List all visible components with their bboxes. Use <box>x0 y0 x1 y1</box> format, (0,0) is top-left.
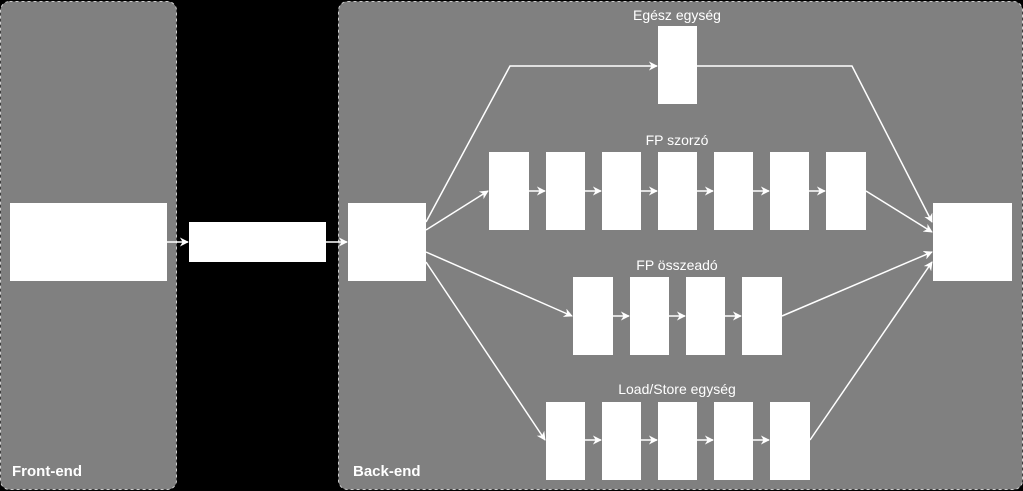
fpmul-stage-2 <box>546 152 585 230</box>
backend-label: Back-end <box>353 463 421 480</box>
load-store-label: Load/Store egység <box>618 381 736 397</box>
loadstore-stage-5 <box>770 402 810 480</box>
arrow-integer-to-retire <box>697 65 933 223</box>
fp-multiplier-label: FP szorzó <box>646 132 709 148</box>
fpmul-stage-6 <box>770 152 809 230</box>
fpadd-stage-2 <box>630 277 669 355</box>
arrow-dispatch-to-loadstore <box>425 261 546 441</box>
backend-panel <box>338 1 1023 490</box>
loadstore-stage-4 <box>714 402 753 480</box>
fpmul-stage-7 <box>826 152 866 230</box>
fpmul-stage-4 <box>658 152 697 230</box>
instruction-queue-box <box>189 222 326 262</box>
arrow-dispatch-to-fpadd <box>425 251 573 317</box>
fpmul-stage-5 <box>714 152 753 230</box>
fp-adder-label: FP összeadó <box>636 257 718 273</box>
loadstore-stage-1 <box>546 402 585 480</box>
loadstore-stage-3 <box>658 402 697 480</box>
arrow-dispatch-to-integer <box>425 61 658 223</box>
integer-unit-label: Egész egység <box>633 7 721 23</box>
arrow-loadstore-to-retire <box>809 261 933 441</box>
fpadd-stage-1 <box>573 277 613 355</box>
arrow-dispatch-to-fpmul <box>425 190 489 231</box>
boxes <box>10 26 1012 480</box>
fpadd-stage-4 <box>742 277 782 355</box>
arrows <box>167 61 933 445</box>
arrow-fpadd-to-retire <box>781 251 933 317</box>
frontend-label: Front-end <box>12 463 82 480</box>
loadstore-stage-2 <box>602 402 641 480</box>
dispatch-box <box>348 203 426 281</box>
retire-box <box>933 203 1012 281</box>
fpmul-stage-1 <box>489 152 529 230</box>
fpmul-stage-3 <box>602 152 641 230</box>
integer-unit-stage <box>658 26 697 104</box>
fpadd-stage-3 <box>686 277 725 355</box>
arrow-fpmul-to-retire <box>865 190 933 233</box>
fetch-decode-box <box>10 203 167 281</box>
